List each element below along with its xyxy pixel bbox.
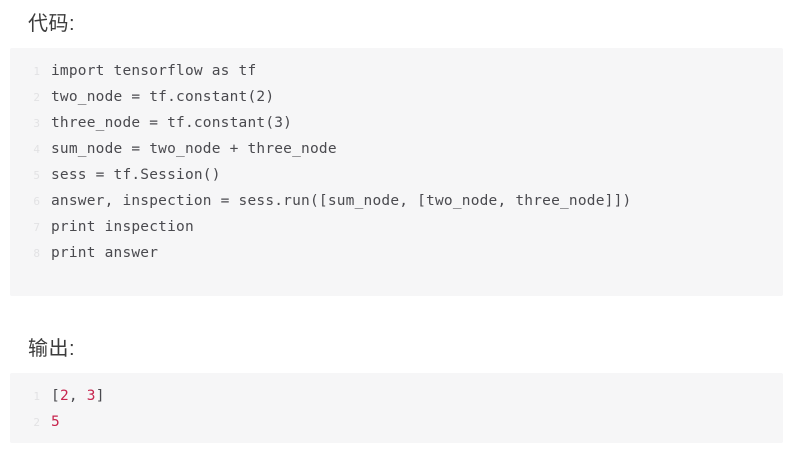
code-section-heading: 代码: [28, 13, 76, 35]
line-number: 1 [33, 65, 40, 78]
line-number: 2 [33, 416, 40, 429]
number-literal: 3 [86, 388, 96, 404]
code-line: 6 answer, inspection = sess.run([sum_node… [10, 188, 783, 214]
code-line-text: sum_node = two_node + three_node [51, 141, 337, 157]
code-line-text: print answer [51, 245, 159, 261]
code-line-list: 1 import tensorflow as tf 2 two_node = tf.c… [10, 58, 783, 266]
line-number: 3 [33, 117, 40, 130]
code-line: 7 print inspection [10, 214, 783, 240]
code-line-text: 5 [40, 409, 783, 435]
code-line: 1 import tensorflow as tf [10, 58, 783, 84]
code-block[interactable]: 1 import tensorflow as tf 2 two_node = tf.c… [10, 48, 783, 296]
line-number: 2 [33, 91, 40, 104]
code-line: 3 three_node = tf.constant(3) [10, 110, 783, 136]
code-line-text: import tensorflow as tf [51, 63, 257, 79]
code-line: 4 sum_node = two_node + three_node [10, 136, 783, 162]
code-line: 2 two_node = tf.constant(2) [10, 84, 783, 110]
code-line: 1[2, 3] [10, 383, 783, 409]
line-number: 5 [33, 169, 40, 182]
number-literal: 5 [51, 414, 60, 430]
number-literal: 2 [59, 388, 69, 404]
code-line-text: print inspection [51, 219, 194, 235]
code-line-text: two_node = tf.constant(2) [51, 89, 275, 105]
code-token: ] [95, 388, 105, 404]
code-line-text: sess = tf.Session() [51, 167, 221, 183]
line-number: 4 [33, 143, 40, 156]
line-number: 6 [33, 195, 40, 208]
code-line: 5 sess = tf.Session() [10, 162, 783, 188]
code-token: [ [51, 388, 60, 404]
output-section-heading: 输出: [28, 338, 76, 360]
code-line-text: [2, 3] [40, 383, 783, 409]
code-line: 8 print answer [10, 240, 783, 266]
code-token: , [68, 388, 87, 404]
code-line-text: three_node = tf.constant(3) [51, 115, 293, 131]
line-number: 8 [33, 247, 40, 260]
line-number: 7 [33, 221, 40, 234]
line-number: 1 [33, 390, 40, 403]
code-line-text: answer, inspection = sess.run([sum_node,… [51, 193, 632, 209]
